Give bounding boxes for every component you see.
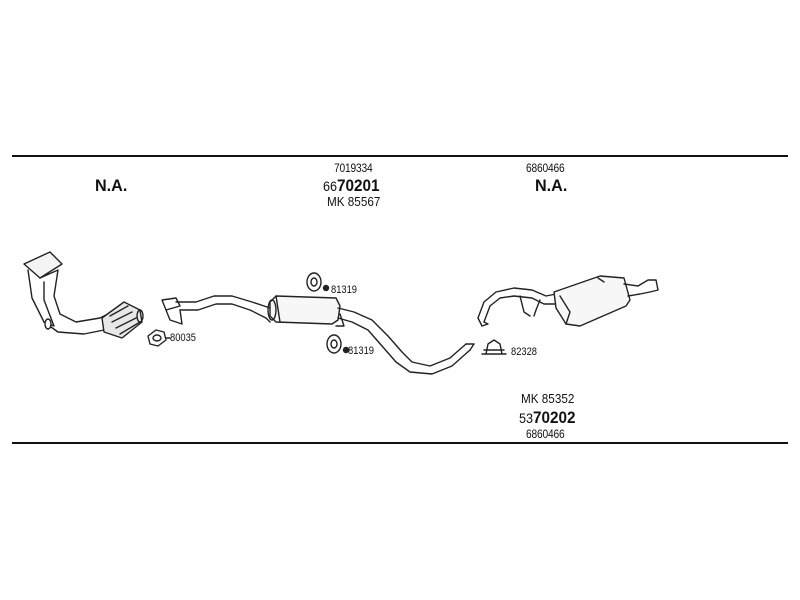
manifold-downpipe (23, 251, 109, 335)
front-mk-code: MK 85567 (327, 194, 381, 209)
front-ref-code: 7019334 (334, 161, 373, 175)
hanger-upper-code: 81319 (331, 284, 358, 296)
gasket-code: 80035 (170, 332, 197, 344)
catalytic-converter (101, 301, 144, 339)
rear-part-prefix: 53 (519, 410, 534, 426)
front-intermediate-pipe (161, 295, 271, 325)
front-part-number: 6670201 (323, 177, 380, 194)
gasket-icon (147, 329, 171, 347)
top-rule (12, 155, 788, 157)
rear-pipe (477, 287, 557, 327)
front-part-main: 70201 (337, 176, 380, 195)
clamp-icon (481, 339, 507, 355)
clamp-code: 82328 (511, 346, 538, 358)
middle-silencer (267, 295, 341, 325)
hanger-upper-icon (306, 272, 330, 292)
hanger-lower-icon (326, 334, 350, 354)
rear-part-main: 70202 (533, 408, 576, 427)
rear-ref-code-top: 6860466 (526, 161, 565, 175)
rear-part-number: 5370202 (519, 409, 576, 426)
na-label-right: N.A. (535, 176, 568, 195)
rear-mk-code: MK 85352 (521, 391, 575, 406)
rear-ref-code-bottom: 6860466 (526, 427, 565, 441)
rear-silencer (553, 275, 659, 327)
front-part-prefix: 66 (323, 178, 338, 194)
na-label-left: N.A. (95, 176, 128, 195)
bottom-rule (12, 442, 788, 444)
center-pipe (335, 307, 475, 375)
hanger-lower-code: 81319 (348, 345, 375, 357)
